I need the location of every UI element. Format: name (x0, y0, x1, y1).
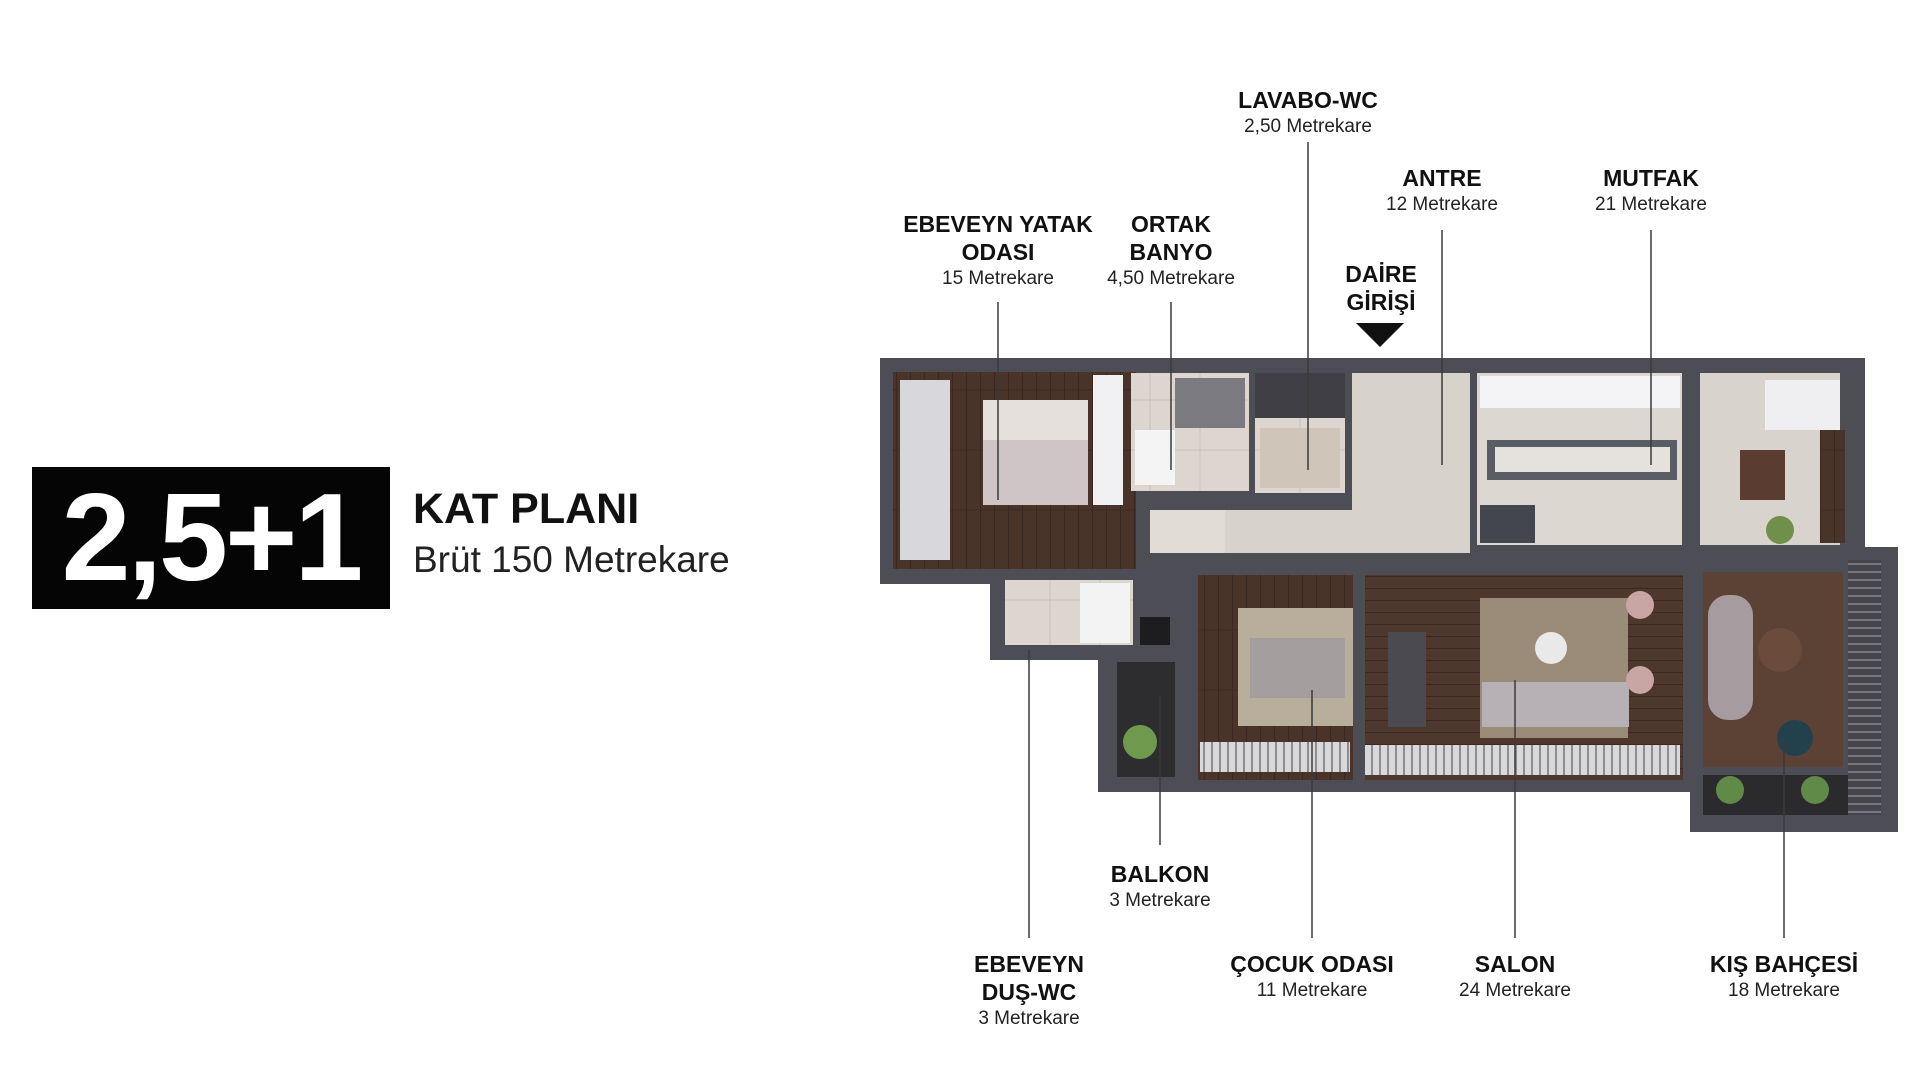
room-count-text: 2,5+1 (61, 469, 364, 607)
label-antre-name: ANTRE (1402, 165, 1482, 191)
room-dining-nook (1700, 373, 1845, 545)
label-ebeveyn-yatak-name-1: EBEVEYN YATAK (903, 211, 1093, 237)
label-lavabo-wc-name: LAVABO-WC (1238, 87, 1378, 113)
label-ebeveyn-dus-wc: EBEVEYN DUŞ-WC 3 Metrekare (974, 950, 1084, 1032)
label-salon-area: 24 Metrekare (1459, 980, 1571, 1001)
label-ortak-banyo-name-2: BANYO (1129, 239, 1213, 265)
label-ebeveyn-dus-wc-name-1: EBEVEYN (974, 951, 1084, 977)
room-ortak-banyo (1131, 373, 1249, 491)
plan-title: KAT PLANI (413, 488, 639, 531)
room-cocuk-odasi (1198, 575, 1353, 780)
room-balkon (1117, 662, 1175, 777)
label-ortak-banyo: ORTAK BANYO 4,50 Metrekare (1107, 210, 1235, 292)
label-mutfak-area: 21 Metrekare (1595, 194, 1707, 215)
title-word-plani: PLANI (510, 485, 640, 533)
label-salon: SALON 24 Metrekare (1459, 950, 1571, 1004)
label-cocuk-odasi-name: ÇOCUK ODASI (1230, 951, 1394, 977)
label-ebeveyn-dus-wc-area: 3 Metrekare (978, 1008, 1080, 1029)
label-ortak-banyo-name-1: ORTAK (1130, 211, 1212, 237)
entry-line-2: GİRİŞİ (1346, 289, 1416, 315)
label-balkon-name: BALKON (1110, 861, 1210, 887)
label-ortak-banyo-area: 4,50 Metrekare (1107, 268, 1235, 289)
label-ebeveyn-yatak-name-2: ODASI (961, 239, 1035, 265)
room-antre (1150, 373, 1470, 553)
label-lavabo-wc-area: 2,50 Metrekare (1244, 116, 1372, 137)
label-ebeveyn-yatak: EBEVEYN YATAK ODASI 15 Metrekare (903, 210, 1093, 292)
room-count-badge: 2,5+1 (32, 467, 390, 609)
label-kis-bahcesi-name: KIŞ BAHÇESİ (1709, 951, 1859, 977)
title-word-kat: KAT (413, 485, 499, 533)
label-balkon: BALKON 3 Metrekare (1109, 860, 1210, 914)
label-antre-area: 12 Metrekare (1386, 194, 1498, 215)
entry-line-1: DAİRE (1345, 261, 1417, 287)
apartment-entry-label: DAİRE GİRİŞİ (1345, 260, 1417, 316)
label-ebeveyn-yatak-area: 15 Metrekare (942, 268, 1054, 289)
label-cocuk-odasi-area: 11 Metrekare (1256, 980, 1368, 1001)
entry-arrow-icon (1356, 323, 1404, 347)
label-lavabo-wc: LAVABO-WC 2,50 Metrekare (1238, 86, 1378, 140)
label-mutfak-name: MUTFAK (1603, 165, 1699, 191)
room-lavabo-wc (1255, 373, 1345, 493)
room-salon (1365, 575, 1683, 780)
label-ebeveyn-dus-wc-name-2: DUŞ-WC (981, 979, 1077, 1005)
room-ebeveyn-yatak (893, 372, 1136, 569)
label-salon-name: SALON (1474, 951, 1556, 977)
label-kis-bahcesi: KIŞ BAHÇESİ 18 Metrekare (1710, 950, 1858, 1004)
room-kis-bahcesi (1703, 560, 1881, 815)
label-kis-bahcesi-area: 18 Metrekare (1728, 980, 1840, 1001)
label-mutfak: MUTFAK 21 Metrekare (1595, 164, 1707, 218)
label-antre: ANTRE 12 Metrekare (1386, 164, 1498, 218)
room-ebeveyn-dus (1005, 580, 1170, 645)
gross-area-subtitle: Brüt 150 Metrekare (413, 539, 730, 580)
leader-lines (997, 142, 1785, 938)
label-balkon-area: 3 Metrekare (1109, 890, 1211, 911)
room-mutfak (1477, 373, 1682, 545)
label-cocuk-odasi: ÇOCUK ODASI 11 Metrekare (1230, 950, 1394, 1004)
